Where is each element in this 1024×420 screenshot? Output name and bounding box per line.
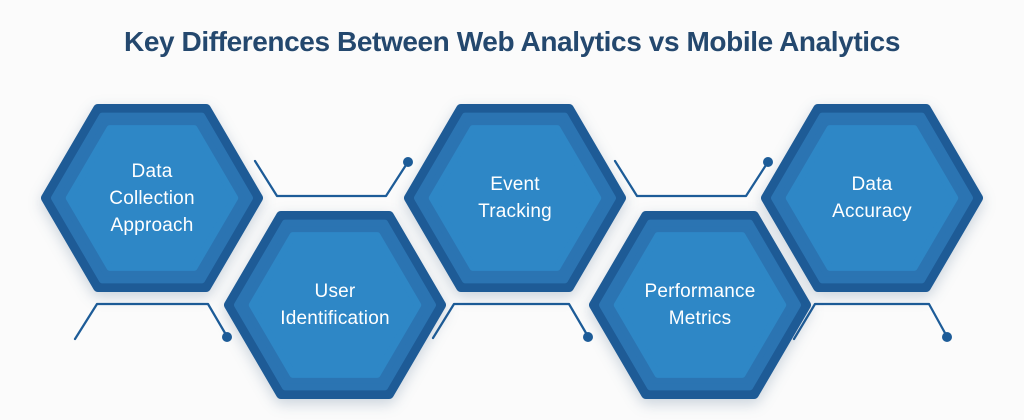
connector-dot xyxy=(763,157,773,167)
hexagon-data-collection-approach: Data Collection Approach xyxy=(40,103,264,293)
hexagon-label: Event Tracking xyxy=(478,174,552,222)
connector-dot xyxy=(403,157,413,167)
hexagon-label: Performance Metrics xyxy=(644,281,756,329)
connector-dot xyxy=(222,332,232,342)
connector-line xyxy=(73,302,227,341)
hexagon-event-tracking: Event Tracking xyxy=(403,103,627,293)
connector-line xyxy=(792,302,947,341)
hexagon-shape xyxy=(761,104,983,292)
connector-dot xyxy=(942,332,952,342)
hexagon-label: Data Collection Approach xyxy=(109,160,195,236)
hexagon-shape xyxy=(404,104,626,292)
hexagon-performance-metrics: Performance Metrics xyxy=(588,210,812,400)
hexagon-label: Data Accuracy xyxy=(832,174,912,222)
connector-dot xyxy=(583,332,593,342)
connector-line xyxy=(613,159,768,198)
hexagon-shape xyxy=(224,211,446,399)
page-title: Key Differences Between Web Analytics vs… xyxy=(124,26,900,57)
connector-line xyxy=(431,302,588,340)
hexagon-shape xyxy=(41,104,263,292)
hexagon-label: User Identification xyxy=(280,281,390,329)
hexagon-data-accuracy: Data Accuracy xyxy=(760,103,984,293)
connector-line xyxy=(253,159,408,198)
hexagon-user-identification: User Identification xyxy=(223,210,447,400)
hexagon-shape xyxy=(589,211,811,399)
